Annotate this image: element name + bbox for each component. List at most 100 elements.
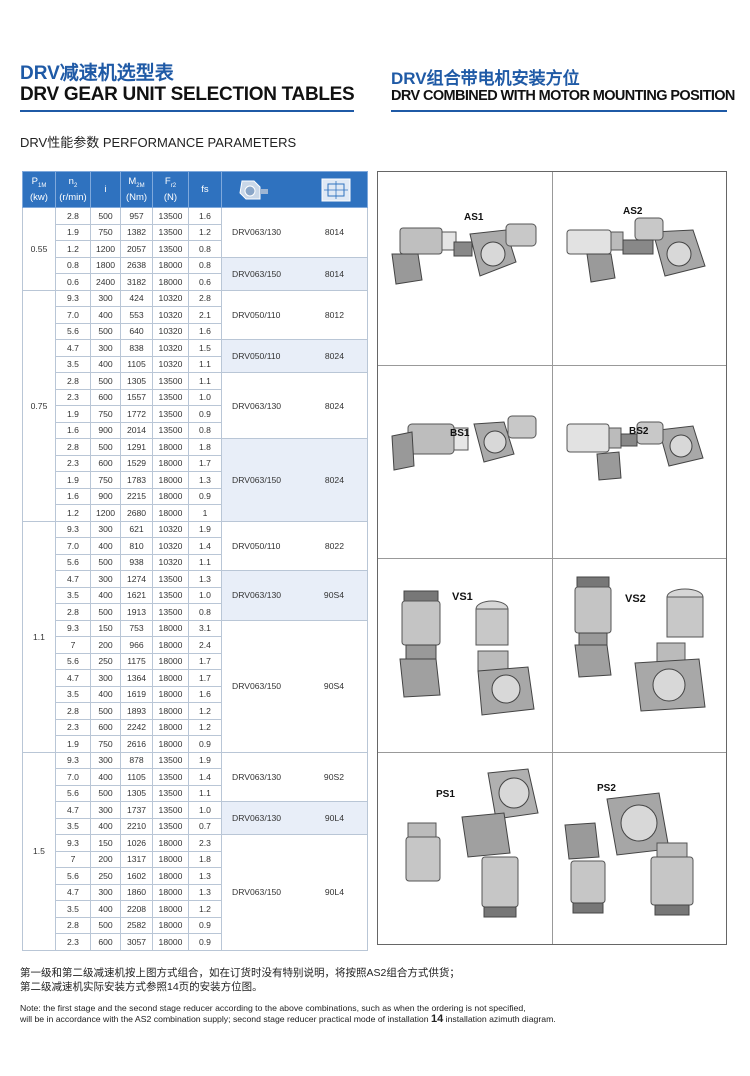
table-cell: 2.8 [55,438,91,456]
mounting-positions-grid: AS1 AS2 BS1 [377,171,727,945]
table-cell: 0.8 [55,256,91,274]
table-cell: 424 [120,289,153,307]
motor-code: 8012 [324,309,344,320]
table-cell: 1.2 [188,702,222,720]
table-cell: 900 [90,487,121,505]
title-underline-left [20,110,354,112]
table-cell: 7.0 [55,537,91,555]
table-cell: 1.9 [55,405,91,423]
table-cell: 2.8 [55,372,91,390]
table-cell: 400 [90,768,121,786]
title-underline-right [391,110,727,112]
table-cell: 0.8 [188,603,222,621]
motor-code: 90L4 [324,813,344,823]
table-cell: 400 [90,586,121,604]
mounting-label: PS2 [597,783,616,794]
table-cell: 750 [90,471,121,489]
grid-divider [378,558,726,559]
model-name: DRV050/110 [232,351,281,361]
mounting-ps1: PS1 [378,753,552,946]
table-cell: 1364 [120,669,153,687]
table-cell: 1.8 [188,850,222,868]
table-cell: 1.2 [188,718,222,736]
power-cell: 1.5 [22,751,56,951]
table-cell: 500 [90,322,121,340]
table-cell: 500 [90,603,121,621]
table-cell: 3.5 [55,685,91,703]
table-cell: 18000 [152,619,189,637]
table-cell: 1800 [90,256,121,274]
gear-motor-illustration [564,792,694,916]
table-cell: 600 [90,718,121,736]
gear-motor-illustration [399,590,535,716]
mounting-bs2: BS2 [553,366,727,559]
table-cell: 1105 [120,355,153,373]
table-cell: 2.3 [55,388,91,406]
table-cell: 1783 [120,471,153,489]
table-cell: 1.1 [188,553,222,571]
table-cell: 1317 [120,850,153,868]
table-cell: 18000 [152,735,189,753]
table-cell: 18000 [152,916,189,934]
table-cell: 13500 [152,421,189,439]
table-cell: 1893 [120,702,153,720]
table-cell: 2057 [120,240,153,258]
table-cell: 1.2 [188,223,222,241]
table-cell: 4.7 [55,883,91,901]
table-cell: 300 [90,751,121,769]
table-cell: 9.3 [55,751,91,769]
table-cell: 3.1 [188,619,222,637]
table-cell: 13500 [152,223,189,241]
table-cell: 1.4 [188,768,222,786]
table-cell: 7 [55,850,91,868]
table-cell: 2.3 [188,834,222,852]
table-cell: 18000 [152,438,189,456]
table-cell: 1.6 [188,322,222,340]
gear-motor-illustration [566,217,706,283]
table-cell: 3.5 [55,355,91,373]
table-cell: 0.8 [188,256,222,274]
table-cell: 13500 [152,405,189,423]
header-gear-icons [221,171,368,208]
table-cell: 1.3 [188,883,222,901]
table-cell: 10320 [152,355,189,373]
mounting-vs1: VS1 [378,559,552,752]
table-cell: 2400 [90,273,121,291]
table-cell: 2616 [120,735,153,753]
model-name: DRV063/150 [232,474,282,485]
gear-motor-illustration [566,421,704,481]
table-cell: 2582 [120,916,153,934]
table-cell: 1274 [120,570,153,588]
table-cell: 10320 [152,520,189,538]
table-cell: 2.8 [188,289,222,307]
table-cell: 1557 [120,388,153,406]
model-name: DRV063/150 [232,268,282,279]
motor-code: 90S4 [323,681,344,691]
table-cell: 1.2 [188,900,222,918]
table-cell: 300 [90,801,121,819]
table-cell: 2.8 [55,702,91,720]
worm-gear-icon [239,180,268,199]
header-ratio: i [90,171,121,208]
table-cell: 0.9 [188,916,222,934]
table-cell: 5.6 [55,553,91,571]
table-cell: 1305 [120,784,153,802]
table-cell: 900 [90,421,121,439]
table-cell: 1305 [120,372,153,390]
table-cell: 0.9 [188,487,222,505]
table-cell: 1529 [120,454,153,472]
table-cell: 0.6 [188,273,222,291]
power-cell: 0.75 [22,289,56,522]
header-power: P1M(kw) [22,171,56,208]
table-cell: 753 [120,619,153,637]
grid-divider [378,365,726,366]
